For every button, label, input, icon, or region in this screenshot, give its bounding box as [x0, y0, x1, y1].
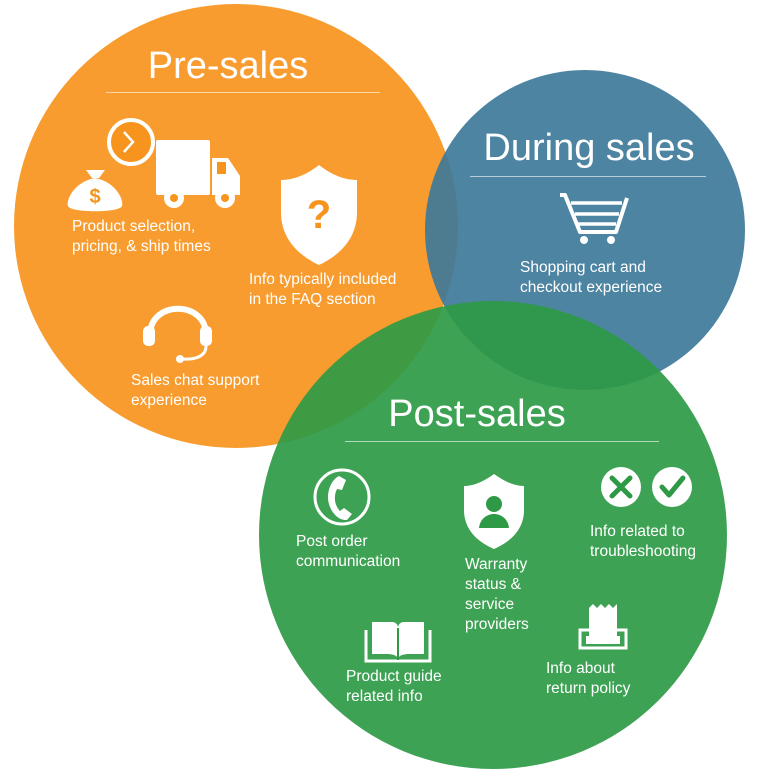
delivery-truck-icon — [156, 140, 240, 208]
clock-icon — [107, 118, 155, 166]
headset-icon — [143, 305, 212, 363]
open-book-icon — [364, 622, 432, 663]
pre-sales-title: Pre-sales — [147, 45, 309, 87]
shield-question-icon: ? — [281, 165, 357, 265]
during-sales-item-cart: Shopping cart and checkout experience — [520, 259, 663, 296]
svg-text:?: ? — [307, 193, 331, 237]
shopping-cart-icon — [560, 193, 629, 244]
post-sales-item-warranty: Warranty status & service providers — [465, 556, 529, 633]
post-sales-item-return-policy: Info about return policy — [546, 660, 631, 697]
receipt-box-icon — [578, 604, 628, 650]
pre-sales-item-chat-support: Sales chat support experience — [131, 372, 260, 409]
svg-text:$: $ — [89, 186, 100, 208]
pre-sales-circle — [14, 4, 458, 448]
pre-sales-item-faq: Info typically included in the FAQ secti… — [249, 271, 397, 308]
pre-sales-divider — [106, 92, 380, 93]
shield-user-icon — [464, 474, 524, 549]
money-bag-icon: $ — [67, 170, 123, 212]
pre-sales-item-product-selection: Product selection, pricing, & ship times — [72, 218, 211, 255]
phone-icon — [313, 468, 371, 526]
post-sales-item-communication: Post order communication — [296, 533, 401, 570]
post-sales-divider — [345, 441, 659, 442]
during-sales-divider — [470, 176, 706, 177]
during-sales-title: During sales — [483, 127, 695, 169]
post-sales-item-troubleshooting: Info related to troubleshooting — [590, 523, 696, 560]
cross-circle-icon — [601, 467, 641, 507]
post-sales-title: Post-sales — [388, 393, 566, 435]
post-sales-item-product-guide: Product guide related info — [346, 668, 442, 705]
check-circle-icon — [652, 467, 692, 507]
